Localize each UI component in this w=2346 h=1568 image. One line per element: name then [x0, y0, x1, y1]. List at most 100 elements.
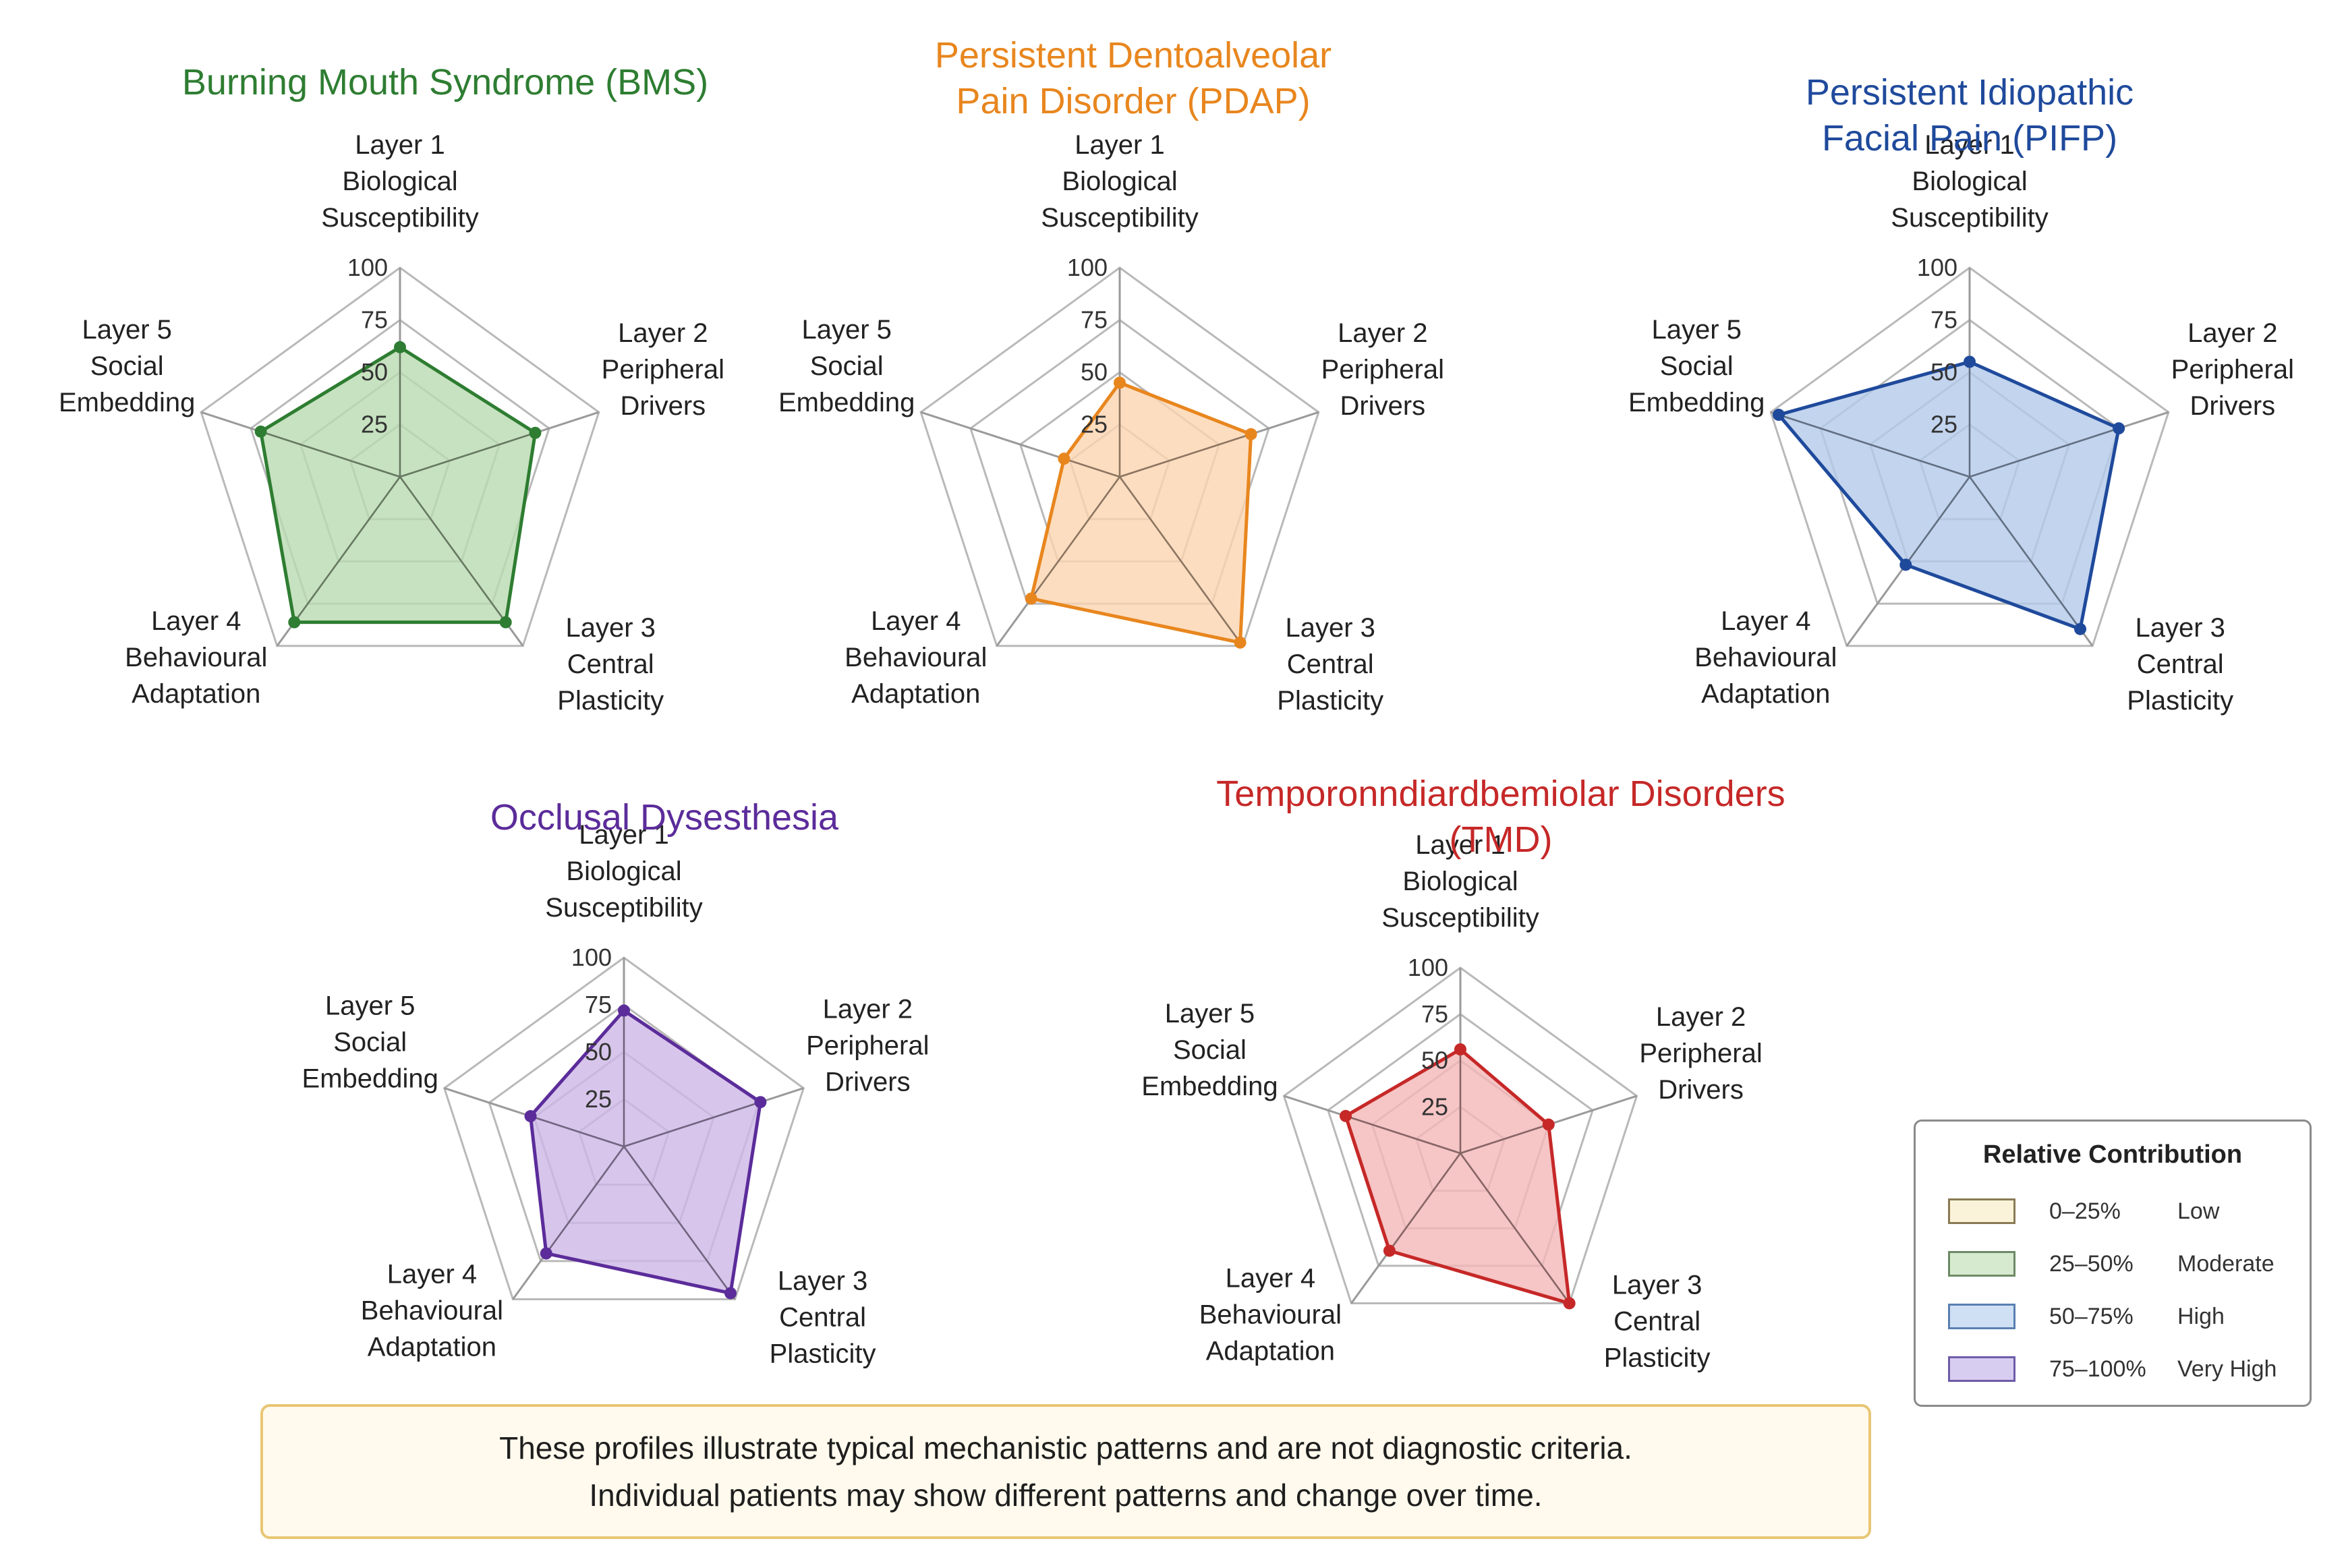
legend-range-low: 0–25%: [2049, 1198, 2121, 1224]
axis-label: Biological: [342, 167, 457, 196]
axis-label: Layer 3: [566, 613, 656, 643]
data-point: [1383, 1244, 1396, 1257]
data-spoke: [399, 432, 536, 478]
axis-label: Peripheral: [1321, 355, 1444, 384]
data-area: [1029, 381, 1253, 645]
tick-label: 75: [1081, 306, 1108, 334]
axis-label: Adaptation: [851, 679, 980, 709]
axis-label: Social: [810, 351, 884, 381]
axis-label: Layer 4: [871, 606, 961, 636]
data-point: [2073, 622, 2086, 635]
footnote-box: These profiles illustrate typical mechan…: [260, 1404, 1871, 1539]
data-point: [1454, 1043, 1466, 1055]
axis-label: Embedding: [1628, 388, 1765, 417]
tick-label: 50: [1081, 358, 1108, 386]
axis-label: Behavioural: [845, 643, 987, 672]
tick-label: 25: [585, 1085, 612, 1113]
tick-label: 25: [361, 411, 388, 438]
data-point: [499, 616, 512, 629]
data-spoke: [1969, 427, 2119, 478]
axis-label: Plasticity: [1277, 686, 1383, 716]
data-spoke: [1345, 1115, 1461, 1155]
axis-label: Embedding: [1141, 1072, 1278, 1101]
axis-label: Social: [1173, 1035, 1247, 1065]
axis-label: Layer 1: [1924, 130, 2014, 160]
axis-label: Embedding: [59, 388, 195, 417]
legend-row-very-high: 75–100% Very High: [1948, 1354, 2299, 1385]
data-spoke: [1459, 1153, 1570, 1304]
tick-label: 25: [1930, 411, 1957, 438]
footnote-line-1: These profiles illustrate typical mechan…: [499, 1430, 1632, 1465]
data-point: [524, 1110, 537, 1123]
data-point: [254, 425, 267, 438]
data-spoke: [1905, 476, 1971, 566]
axis-label: Susceptibility: [1891, 203, 2048, 233]
data-spoke: [530, 1115, 625, 1148]
data-spoke: [1030, 476, 1121, 600]
chart-title: Facial Pain (PIFP): [1822, 118, 2117, 158]
axis-label: Plasticity: [2127, 686, 2233, 716]
axis-label: Adaptation: [132, 679, 260, 709]
data-spoke: [1119, 433, 1251, 478]
axis-label: Plasticity: [557, 686, 664, 716]
data-point: [1058, 453, 1070, 465]
axis-label: Central: [779, 1303, 866, 1333]
axis-label: Susceptibility: [321, 203, 478, 233]
axis-label: Behavioural: [361, 1296, 503, 1326]
chart-title: Burning Mouth Syndrome (BMS): [182, 62, 708, 103]
axis-label: Layer 1: [1415, 830, 1505, 860]
legend-level-moderate: Moderate: [2177, 1251, 2275, 1277]
chart-title: Pain Disorder (PDAP): [956, 81, 1310, 121]
legend-row-low: 0–25% Low: [1948, 1196, 2299, 1227]
chart-title: (TMD): [1450, 819, 1553, 860]
data-spoke: [623, 1101, 761, 1148]
axis-label: Biological: [1912, 167, 2027, 196]
data-point: [1234, 636, 1247, 649]
data-point: [1244, 428, 1257, 440]
data-point: [288, 616, 301, 629]
data-point: [1114, 376, 1126, 389]
tick-label: 50: [585, 1038, 612, 1066]
footnote-line-2: Individual patients may show different p…: [589, 1478, 1543, 1513]
grid-ring: [1282, 966, 1638, 1304]
axis-label: Layer 1: [579, 820, 668, 850]
axis-label: Biological: [566, 856, 681, 886]
chart-title: Occlusal Dysesthesia: [490, 797, 839, 838]
data-point: [1542, 1118, 1555, 1131]
axis-label: Layer 3: [2136, 613, 2225, 643]
axis-label: Layer 4: [151, 606, 241, 636]
axis-label: Plasticity: [1604, 1343, 1711, 1372]
tick-label: 25: [1081, 411, 1108, 438]
axis-label: Layer 4: [1226, 1263, 1315, 1293]
legend-box: Relative Contribution 0–25% Low 25–50% M…: [1914, 1120, 2312, 1407]
data-spoke: [399, 476, 507, 623]
axis-label: Layer 2: [618, 318, 708, 348]
data-point: [1964, 355, 1976, 368]
axis-label: Peripheral: [2171, 355, 2294, 384]
legend-swatch-low: [1948, 1198, 2015, 1224]
axis-label: Adaptation: [1701, 679, 1830, 709]
axis-label: Plasticity: [770, 1339, 876, 1369]
axis-label: Biological: [1062, 167, 1177, 196]
axis-label: Behavioural: [1199, 1300, 1342, 1329]
data-spoke: [293, 476, 401, 623]
data-point: [2113, 422, 2125, 435]
data-area: [1777, 360, 2121, 631]
axis-label: Layer 2: [823, 994, 913, 1024]
axis-label: Layer 2: [1656, 1002, 1746, 1032]
axis-label: Layer 5: [325, 991, 415, 1020]
data-spoke: [1118, 476, 1241, 643]
axis-label: Drivers: [2190, 391, 2275, 421]
legend-range-high: 50–75%: [2049, 1304, 2134, 1329]
data-area: [529, 1008, 762, 1295]
data-point: [618, 1004, 630, 1017]
tick-label: 75: [361, 306, 388, 334]
tick-label: 50: [1930, 358, 1957, 386]
axis-label: Central: [2137, 649, 2224, 679]
grid-ring: [200, 266, 600, 647]
